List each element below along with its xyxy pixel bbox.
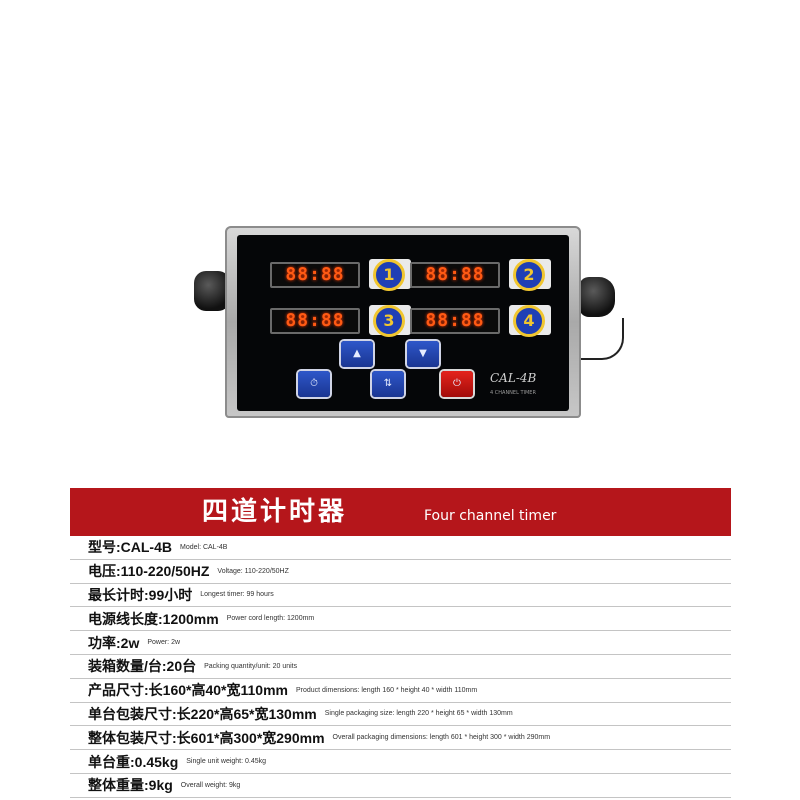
spec-english: Power: 2w xyxy=(147,639,181,647)
stop-button: ⏻ xyxy=(441,371,473,397)
left-mounting-knob xyxy=(194,271,230,311)
spec-row-model: 型号:CAL-4B Model: CAL-4B xyxy=(70,536,731,560)
control-panel: 88:88 1 88:88 2 88:88 3 88:88 4 ▲ ▼ ⏱ ⇅ … xyxy=(237,235,569,411)
spec-english: Product dimensions: length 160 * height … xyxy=(295,686,478,694)
spec-label: 单台包装尺寸:长220*高65*宽130mm xyxy=(88,705,317,722)
down-arrow-button: ▼ xyxy=(407,341,439,367)
spec-english: Single unit weight: 0.45kg xyxy=(186,758,267,766)
spec-row-longest-timer: 最长计时:99小时 Longest timer: 99 hours xyxy=(70,584,731,608)
brand-model-label: CAL-4B xyxy=(490,371,537,385)
spec-english: Model: CAL-4B xyxy=(180,543,228,551)
up-arrow-button: ▲ xyxy=(341,341,373,367)
spec-row-cord-length: 电源线长度:1200mm Power cord length: 1200mm xyxy=(70,607,731,632)
spec-label: 单台重:0.45kg xyxy=(88,753,179,770)
spec-label: 电压:110-220/50HZ xyxy=(88,563,210,580)
timer-device-photo: 88:88 1 88:88 2 88:88 3 88:88 4 ▲ ▼ ⏱ ⇅ … xyxy=(190,213,630,423)
spec-label: 电源线长度:1200mm xyxy=(88,610,219,627)
spec-label: 整体包装尺寸:长601*高300*宽290mm xyxy=(88,729,325,746)
spec-row-voltage: 电压:110-220/50HZ Voltage: 110-220/50HZ xyxy=(70,560,731,584)
spec-english: Voltage: 110-220/50HZ xyxy=(217,567,289,575)
spec-english: Longest timer: 99 hours xyxy=(200,591,274,599)
spec-label: 装箱数量/台:20台 xyxy=(88,658,197,675)
timer-display-2: 88:88 xyxy=(410,262,500,288)
channel-2-button: 2 xyxy=(513,259,545,291)
channel-1-button: 1 xyxy=(373,259,405,291)
power-cord xyxy=(580,318,624,360)
title-english: Four channel timer xyxy=(424,508,557,524)
spec-label: 功率:2w xyxy=(88,634,140,651)
spec-english: Single packaging size: length 220 * heig… xyxy=(324,710,513,718)
timer-display-1: 88:88 xyxy=(270,262,360,288)
channel-3-button: 3 xyxy=(373,305,405,337)
title-banner: 四道计时器 Four channel timer xyxy=(70,488,731,536)
spec-label: 最长计时:99小时 xyxy=(88,586,193,603)
clock-button: ⏱ xyxy=(298,371,330,397)
spec-english: Packing quantity/unit: 20 units xyxy=(204,662,298,670)
spec-row-product-dimensions: 产品尺寸:长160*高40*宽110mm Product dimensions:… xyxy=(70,679,731,703)
spec-english: Power cord length: 1200mm xyxy=(226,615,315,623)
spec-row-overall-weight: 整体重量:9kg Overall weight: 9kg xyxy=(70,774,731,798)
spec-row-unit-weight: 单台重:0.45kg Single unit weight: 0.45kg xyxy=(70,750,731,774)
brand-subtitle: 4 CHANNEL TIMER xyxy=(490,390,536,396)
spec-label: 整体重量:9kg xyxy=(88,777,173,794)
title-chinese: 四道计时器 xyxy=(202,497,348,527)
right-mounting-knob xyxy=(579,277,615,317)
timer-display-3: 88:88 xyxy=(270,308,360,334)
spec-label: 型号:CAL-4B xyxy=(88,539,172,556)
spec-english: Overall packaging dimensions: length 601… xyxy=(332,734,551,742)
spec-english: Overall weight: 9kg xyxy=(180,781,241,789)
mode-button: ⇅ xyxy=(372,371,404,397)
spec-row-single-packaging: 单台包装尺寸:长220*高65*宽130mm Single packaging … xyxy=(70,703,731,727)
spec-label: 产品尺寸:长160*高40*宽110mm xyxy=(88,682,288,699)
spec-row-packing-quantity: 装箱数量/台:20台 Packing quantity/unit: 20 uni… xyxy=(70,655,731,679)
spec-table: 型号:CAL-4B Model: CAL-4B 电压:110-220/50HZ … xyxy=(70,536,731,798)
spec-row-overall-packaging: 整体包装尺寸:长601*高300*宽290mm Overall packagin… xyxy=(70,726,731,751)
spec-row-power: 功率:2w Power: 2w xyxy=(70,631,731,655)
timer-display-4: 88:88 xyxy=(410,308,500,334)
channel-4-button: 4 xyxy=(513,305,545,337)
